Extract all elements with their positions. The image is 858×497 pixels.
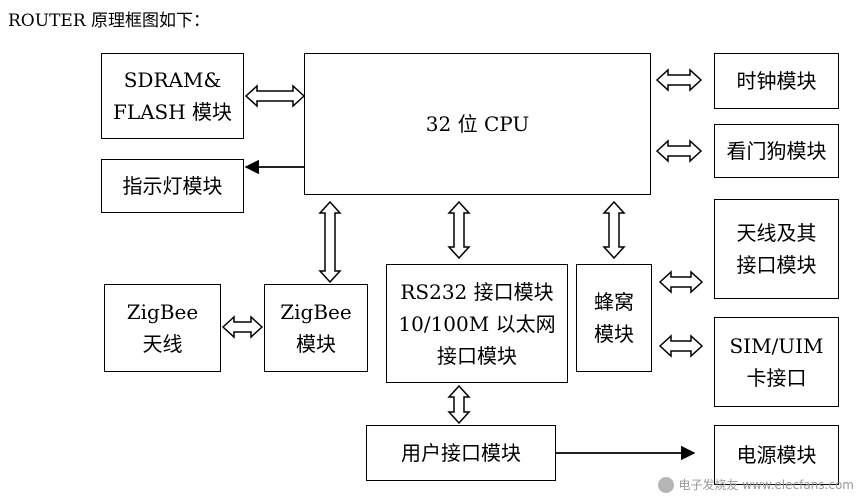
sim-uim-block: SIM/UIM 卡接口 — [714, 317, 839, 407]
cpu-label: 32 位 CPU — [425, 112, 530, 136]
rs232-line-3: 接口模块 — [437, 343, 517, 368]
cellular-line-2: 模块 — [594, 322, 634, 346]
cpu-watchdog-double-arrow — [655, 139, 703, 163]
clock-block: 时钟模块 — [714, 53, 839, 109]
watermark: 电子发烧友 www.elecfans.com — [658, 476, 854, 493]
rs232-line-2: 10/100M 以太网 — [398, 311, 556, 336]
zigbee-module-block: ZigBee 模块 — [264, 284, 368, 372]
rs232-ethernet-block: RS232 接口模块 10/100M 以太网 接口模块 — [386, 264, 568, 383]
watchdog-label: 看门狗模块 — [726, 139, 827, 163]
user-interface-label: 用户接口模块 — [401, 441, 521, 465]
sim-line-1: SIM/UIM — [729, 334, 824, 358]
watchdog-block: 看门狗模块 — [714, 124, 839, 178]
zigbee-antenna-line-2: 天线 — [142, 332, 183, 356]
sim-line-2: 卡接口 — [746, 366, 807, 390]
watermark-text: 电子发烧友 www.elecfans.com — [678, 478, 854, 492]
zigbee-antenna-block: ZigBee 天线 — [104, 284, 221, 372]
clock-label: 时钟模块 — [736, 69, 817, 93]
cellular-sim-double-arrow — [658, 334, 704, 358]
cpu-block: 32 位 CPU — [304, 53, 651, 195]
rs232-user-double-arrow — [447, 384, 471, 425]
cpu-cellular-double-arrow — [602, 200, 626, 260]
power-label: 电源模块 — [736, 443, 817, 467]
sdram-line-2: FLASH 模块 — [112, 100, 233, 124]
zigbee-module-line-2: 模块 — [296, 332, 336, 356]
zigbee-antenna-line-1: ZigBee — [126, 300, 199, 324]
watermark-logo-icon — [658, 476, 675, 493]
rs232-line-1: RS232 接口模块 — [400, 279, 554, 304]
sdram-flash-block: SDRAM& FLASH 模块 — [101, 53, 244, 139]
user-interface-block: 用户接口模块 — [366, 425, 556, 481]
indicator-block: 指示灯模块 — [101, 159, 244, 213]
zigbee-module-line-1: ZigBee — [280, 300, 352, 324]
cpu-rs232-double-arrow — [447, 200, 471, 260]
antenna-line-1: 天线及其 — [736, 221, 817, 245]
sdram-line-1: SDRAM& — [123, 68, 222, 92]
indicator-label: 指示灯模块 — [122, 174, 223, 198]
cellular-antenna-double-arrow — [658, 270, 704, 294]
zigbee-antenna-module-double-arrow — [221, 315, 264, 339]
cpu-clock-double-arrow — [655, 68, 703, 92]
power-block: 电源模块 — [714, 425, 839, 485]
antenna-line-2: 接口模块 — [736, 253, 817, 277]
cellular-line-1: 蜂窝 — [594, 290, 634, 314]
cellular-block: 蜂窝 模块 — [576, 264, 652, 372]
antenna-interface-block: 天线及其 接口模块 — [714, 199, 839, 299]
sdram-cpu-double-arrow — [244, 84, 306, 108]
cpu-zigbee-double-arrow — [318, 200, 342, 284]
diagram-caption: ROUTER 原理框图如下： — [8, 11, 211, 31]
